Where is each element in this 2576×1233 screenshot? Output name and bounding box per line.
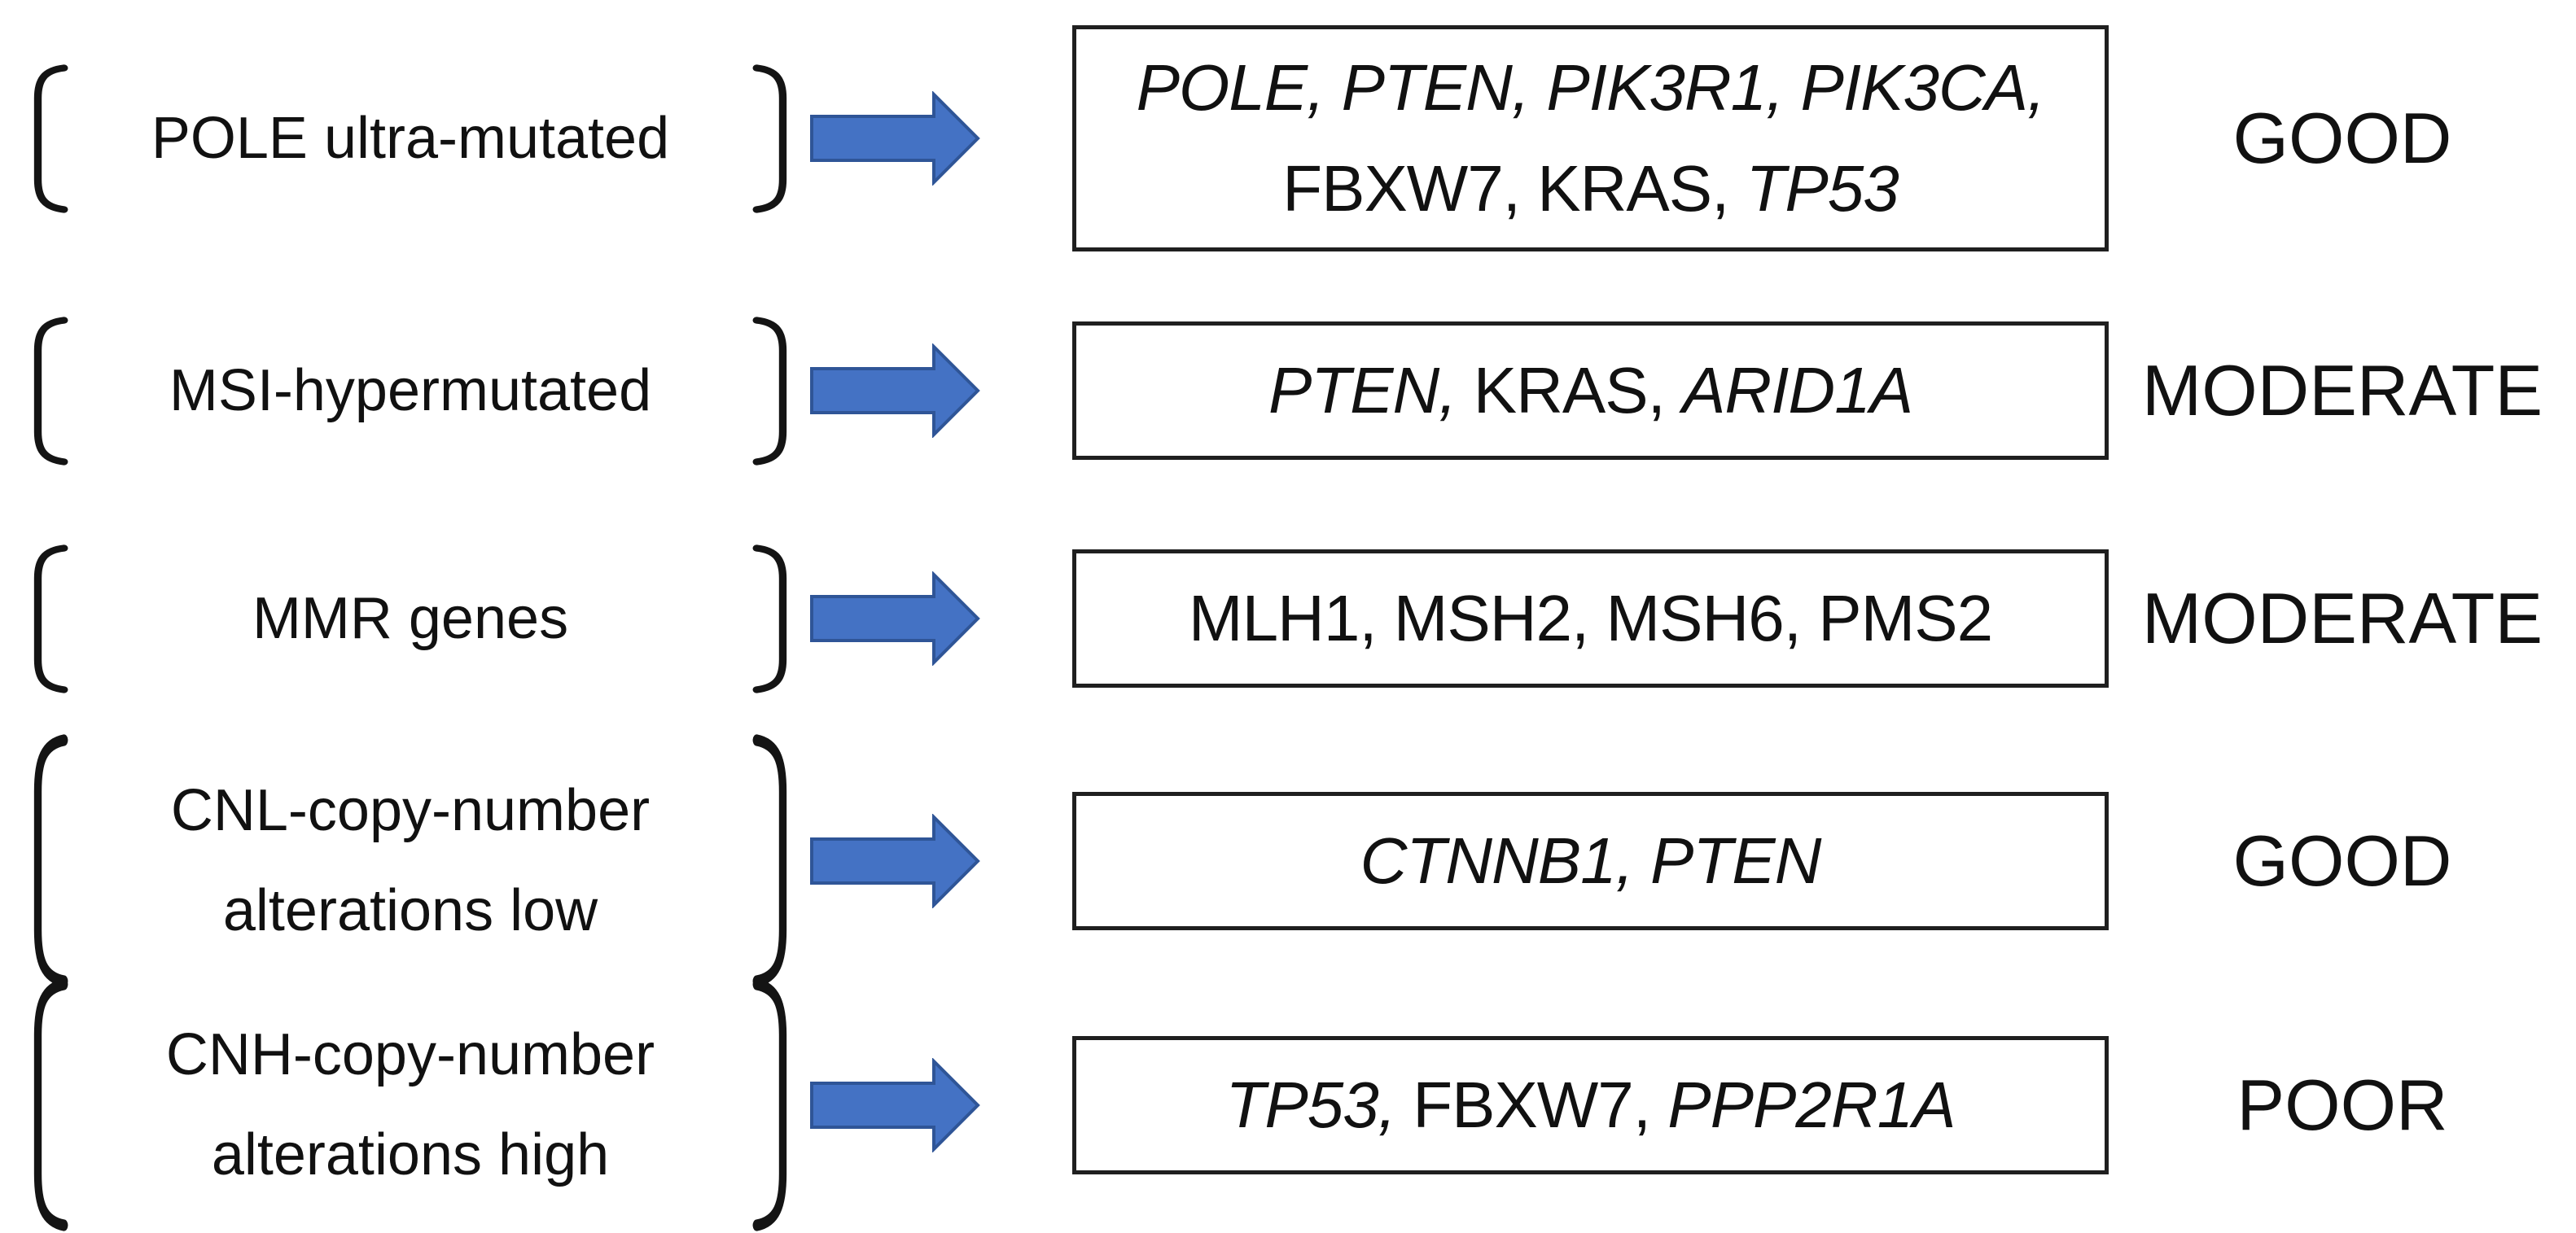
- right-arrow-icon: [810, 343, 980, 438]
- left-bracket-icon: [33, 544, 68, 693]
- subtype-label-line: CNH-copy-number: [165, 1022, 655, 1088]
- prognosis-label: GOOD: [2232, 820, 2452, 901]
- gene-names-italic: PTEN,: [1268, 354, 1457, 426]
- gene-box: TP53, FBXW7, PPP2R1A: [1072, 1035, 2109, 1174]
- gene-box: MLH1, MSH2, MSH6, PMS2: [1072, 549, 2109, 688]
- prognosis-label: GOOD: [2232, 98, 2452, 178]
- gene-names-upright: KRAS,: [1456, 354, 1683, 426]
- gene-names-italic: TP53,: [1225, 1068, 1396, 1141]
- gene-names-italic: TP53: [1746, 152, 1899, 225]
- left-bracket-icon: [33, 734, 68, 987]
- gene-names-upright: MLH1, MSH2, MSH6, PMS2: [1188, 582, 1993, 654]
- gene-box: PTEN, KRAS, ARID1A: [1072, 321, 2109, 460]
- subtype-label-group: POLE ultra-mutated: [0, 63, 794, 214]
- gene-names-italic: CTNNB1, PTEN: [1360, 824, 1822, 897]
- gene-list-line: CTNNB1, PTEN: [1360, 811, 1822, 912]
- subtype-label-group: CNL-copy-number alterations low: [0, 732, 794, 989]
- left-bracket-icon: [33, 316, 68, 466]
- subtype-label-group: CNH-copy-number alterations high: [0, 977, 794, 1233]
- subtype-label: CNH-copy-number alterations high: [69, 977, 751, 1233]
- arrow-cell: [794, 1057, 997, 1152]
- subtype-label-line: alterations high: [211, 1122, 610, 1187]
- gene-names-italic: POLE, PTEN, PIK3R1, PIK3CA,: [1136, 51, 2046, 124]
- right-bracket-icon: [752, 544, 787, 693]
- right-bracket-icon: [752, 734, 787, 987]
- subtype-label-line: CNL-copy-number: [170, 778, 651, 844]
- prognosis-label: MODERATE: [2141, 578, 2543, 658]
- left-bracket-icon: [33, 63, 68, 213]
- subtype-row: POLE ultra-mutated POLE, PTEN, PIK3R1, P…: [0, 0, 2576, 277]
- subtype-label-group: MMR genes: [0, 544, 794, 694]
- gene-list-line: FBXW7, KRAS, TP53: [1282, 138, 1899, 239]
- gene-list-line: POLE, PTEN, PIK3R1, PIK3CA,: [1136, 37, 2046, 138]
- subtype-label-line: POLE ultra-mutated: [151, 105, 670, 171]
- gene-names-italic: ARID1A: [1682, 354, 1913, 426]
- arrow-cell: [794, 813, 997, 908]
- prognosis-label: POOR: [2236, 1064, 2448, 1145]
- subtype-label: POLE ultra-mutated: [69, 63, 751, 214]
- gene-names-italic: PPP2R1A: [1667, 1068, 1956, 1141]
- right-bracket-icon: [752, 316, 787, 466]
- subtype-label-line: MSI-hypermutated: [169, 357, 652, 423]
- arrow-cell: [794, 91, 997, 186]
- gene-list-line: TP53, FBXW7, PPP2R1A: [1226, 1055, 1956, 1156]
- subtype-label-line: MMR genes: [252, 585, 569, 651]
- gene-box: CTNNB1, PTEN: [1072, 791, 2109, 930]
- left-bracket-icon: [33, 978, 68, 1231]
- subtype-row: MMR genes MLH1, MSH2, MSH6, PMS2 MODERAT…: [0, 505, 2576, 732]
- subtype-row: MSI-hypermutated PTEN, KRAS, ARID1A MODE…: [0, 277, 2576, 505]
- right-bracket-icon: [752, 978, 787, 1231]
- subtype-label: CNL-copy-number alterations low: [69, 732, 751, 989]
- subtype-label: MMR genes: [69, 544, 751, 694]
- gene-list-line: MLH1, MSH2, MSH6, PMS2: [1188, 568, 1993, 669]
- gene-list-line: PTEN, KRAS, ARID1A: [1268, 340, 1913, 441]
- right-arrow-icon: [810, 571, 980, 666]
- gene-names-upright: FBXW7, KRAS,: [1282, 152, 1746, 225]
- arrow-cell: [794, 571, 997, 666]
- subtype-label: MSI-hypermutated: [69, 316, 751, 466]
- subtype-label-group: MSI-hypermutated: [0, 316, 794, 466]
- right-arrow-icon: [810, 813, 980, 908]
- arrow-cell: [794, 343, 997, 438]
- right-arrow-icon: [810, 91, 980, 186]
- prognosis-label: MODERATE: [2141, 350, 2543, 431]
- gene-box: POLE, PTEN, PIK3R1, PIK3CA, FBXW7, KRAS, …: [1072, 25, 2109, 251]
- right-bracket-icon: [752, 63, 787, 213]
- right-arrow-icon: [810, 1057, 980, 1152]
- subtype-label-line: alterations low: [222, 877, 598, 943]
- gene-names-upright: FBXW7,: [1395, 1068, 1668, 1141]
- subtype-row: CNL-copy-number alterations low CTNNB1, P…: [0, 732, 2576, 987]
- subtype-row: CNH-copy-number alterations high TP53, FB…: [0, 977, 2576, 1231]
